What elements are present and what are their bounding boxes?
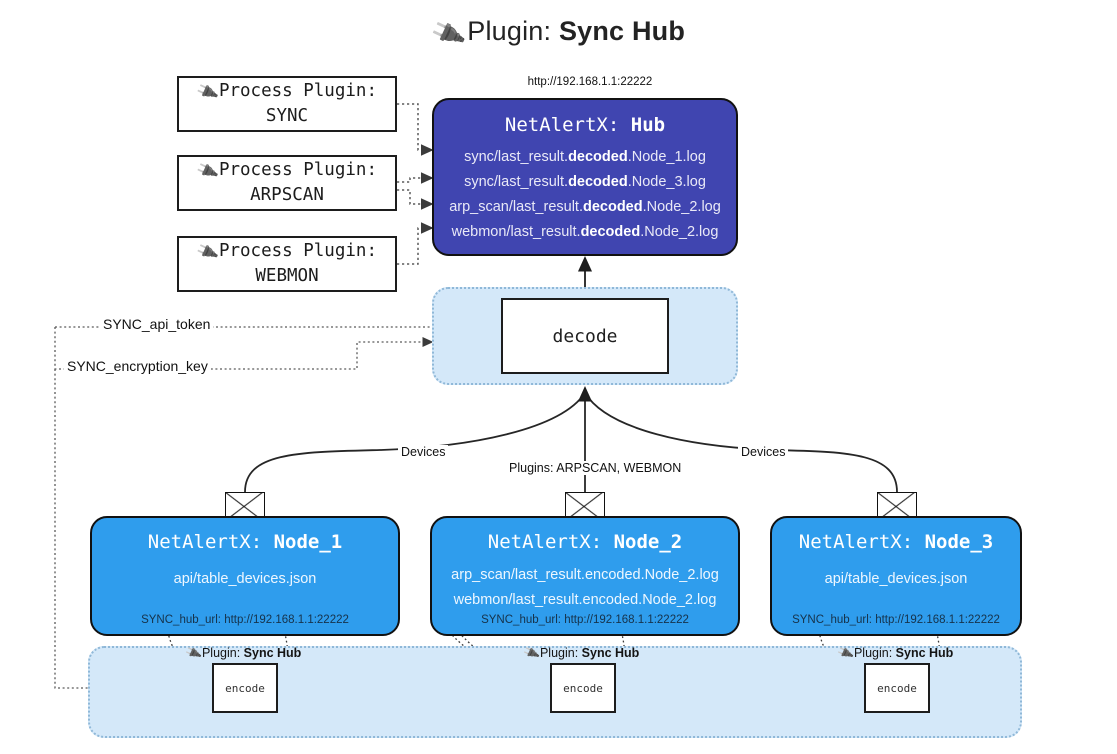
encode-plugin-label: 🔌Plugin: Sync Hub xyxy=(522,643,640,663)
plug-icon: 🔌 xyxy=(194,238,220,264)
node-hub-url: SYNC_hub_url: http://192.168.1.1:22222 xyxy=(141,614,349,626)
hub-url-label: http://192.168.1.1:22222 xyxy=(527,76,653,88)
sync-encryption-key-label: SYNC_encryption_key xyxy=(64,358,211,374)
process-plugin-arpscan[interactable]: 🔌Process Plugin: ARPSCAN xyxy=(177,155,397,211)
plug-icon: 🔌 xyxy=(194,78,220,104)
hub-log-line: arp_scan/last_result.decoded.Node_2.log xyxy=(449,198,721,215)
hub-title-name: Hub xyxy=(630,114,666,136)
hub-title: NetAlertX: Hub xyxy=(434,114,736,136)
process-plugin-name: ARPSCAN xyxy=(250,185,324,205)
plug-icon: 🔌 xyxy=(522,643,541,663)
node-log-line: webmon/last_result.encoded.Node_2.log xyxy=(453,592,717,609)
plug-icon: 🔌 xyxy=(194,157,220,183)
encode-box[interactable]: encode xyxy=(550,663,616,713)
process-plugin-label: Process Plugin: xyxy=(218,240,377,261)
page-title-prefix: Plugin: xyxy=(467,16,552,46)
node-title: NetAlertX: Node_1 xyxy=(92,531,398,553)
process-plugin-label: Process Plugin: xyxy=(218,159,377,180)
node-box-node-2[interactable]: NetAlertX: Node_2 arp_scan/last_result.e… xyxy=(430,516,740,636)
process-plugin-sync[interactable]: 🔌Process Plugin: SYNC xyxy=(177,76,397,132)
node-log-line: api/table_devices.json xyxy=(173,571,317,587)
process-plugin-name: WEBMON xyxy=(255,266,319,286)
plug-icon: 🔌 xyxy=(836,643,855,663)
node-title: NetAlertX: Node_3 xyxy=(772,531,1020,553)
encode-box[interactable]: encode xyxy=(212,663,278,713)
node-title-name: Node_2 xyxy=(613,531,683,553)
node-box-node-1[interactable]: NetAlertX: Node_1 api/table_devices.json… xyxy=(90,516,400,636)
node-log-line: api/table_devices.json xyxy=(824,571,968,587)
sync-api-token-label: SYNC_api_token xyxy=(100,316,214,332)
node-title-name: Node_3 xyxy=(924,531,994,553)
page-title: 🔌Plugin: Sync Hub xyxy=(0,15,1117,52)
hub-log-line: sync/last_result.decoded.Node_1.log xyxy=(464,149,706,165)
edge-label-plugins-center: Plugins: ARPSCAN, WEBMON xyxy=(506,461,685,475)
hub-log-line: sync/last_result.decoded.Node_3.log xyxy=(464,173,706,190)
node-hub-url: SYNC_hub_url: http://192.168.1.1:22222 xyxy=(792,614,1000,626)
decode-box[interactable]: decode xyxy=(501,298,669,374)
hub-node-box[interactable]: NetAlertX: Hub sync/last_result.decoded.… xyxy=(432,98,738,256)
process-plugin-name: SYNC xyxy=(265,106,309,126)
encode-box[interactable]: encode xyxy=(864,663,930,713)
edge-label-devices-left: Devices xyxy=(398,445,449,459)
plug-icon: 🔌 xyxy=(184,643,203,663)
node-title: NetAlertX: Node_2 xyxy=(432,531,738,553)
hub-log-line: webmon/last_result.decoded.Node_2.log xyxy=(451,223,719,240)
encode-plugin-label: 🔌Plugin: Sync Hub xyxy=(184,643,302,663)
node-hub-url: SYNC_hub_url: http://192.168.1.1:22222 xyxy=(481,614,689,626)
node-title-prefix: NetAlertX: xyxy=(798,531,914,553)
hub-title-prefix: NetAlertX: xyxy=(504,114,620,136)
page-title-name: Sync Hub xyxy=(558,16,686,46)
node-title-prefix: NetAlertX: xyxy=(147,531,263,553)
edge-label-devices-right: Devices xyxy=(738,445,789,459)
node-log-line: arp_scan/last_result.encoded.Node_2.log xyxy=(451,567,719,583)
process-plugin-webmon[interactable]: 🔌Process Plugin: WEBMON xyxy=(177,236,397,292)
process-plugin-label: Process Plugin: xyxy=(218,80,377,101)
node-box-node-3[interactable]: NetAlertX: Node_3 api/table_devices.json… xyxy=(770,516,1022,636)
node-title-prefix: NetAlertX: xyxy=(487,531,603,553)
encode-plugin-label: 🔌Plugin: Sync Hub xyxy=(836,643,954,663)
plug-icon: 🔌 xyxy=(428,15,468,53)
node-title-name: Node_1 xyxy=(273,531,343,553)
